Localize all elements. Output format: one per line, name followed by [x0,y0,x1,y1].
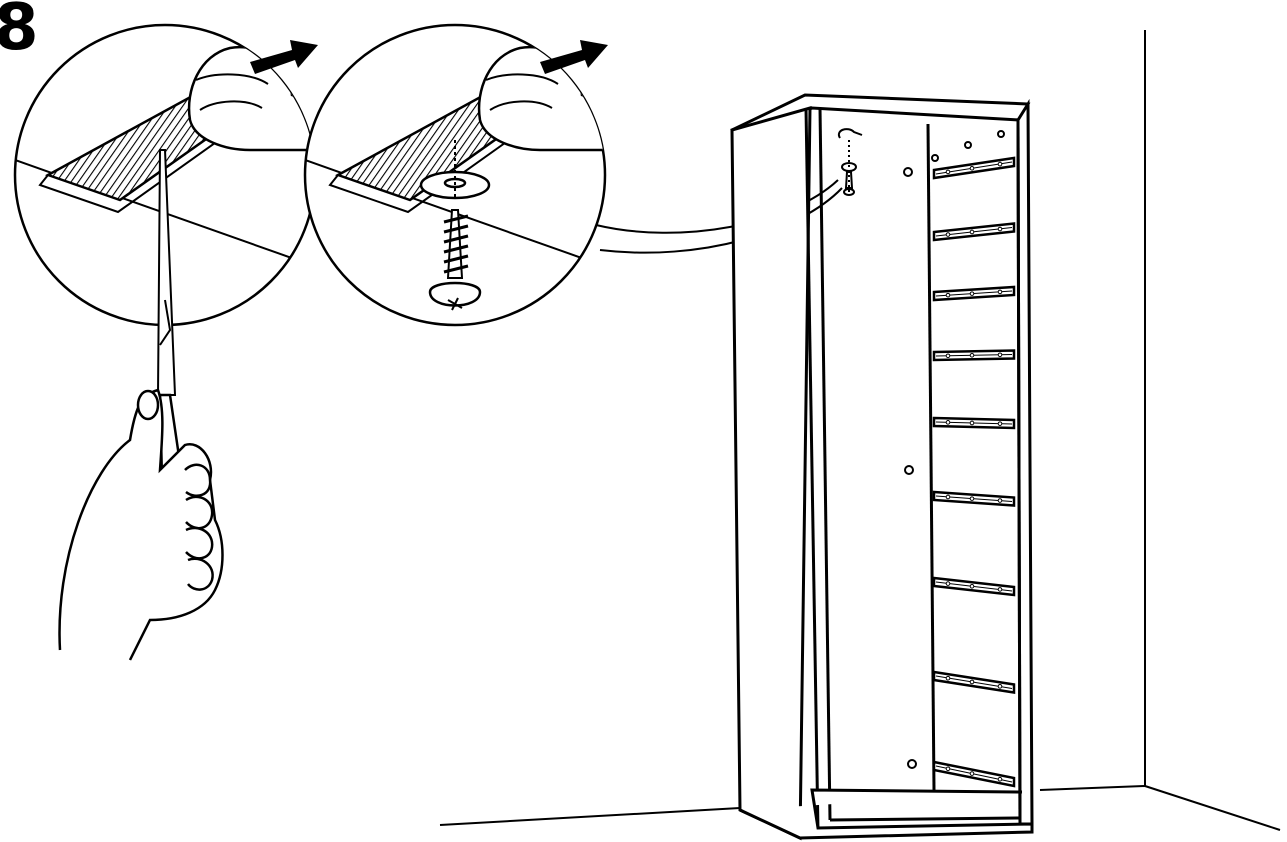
drawer-rail [932,416,1016,430]
awl-tool [156,149,177,396]
drawer-rail [932,670,1016,694]
drawer-rail [932,490,1016,507]
detail-circle-punch [13,23,318,327]
drawer-rail [932,760,1016,788]
drawer-rails [932,156,1016,788]
drawer-rail [932,349,1016,362]
screw-icon [428,140,482,311]
push-arrow-icon [540,40,608,74]
room-lines [439,30,1281,831]
hand-holding-awl [58,388,224,661]
detail-circle-screw [303,23,843,327]
drawer-rail [932,156,1016,180]
wall-hook-icon [837,128,863,196]
mounting-holes [903,130,1005,769]
drawer-rail [932,222,1016,242]
push-arrow-icon [250,40,318,74]
drawer-rail [932,285,1016,302]
drawer-rail [932,576,1016,597]
step-number: 8 [0,0,39,65]
cabinet-frame [730,93,1034,841]
